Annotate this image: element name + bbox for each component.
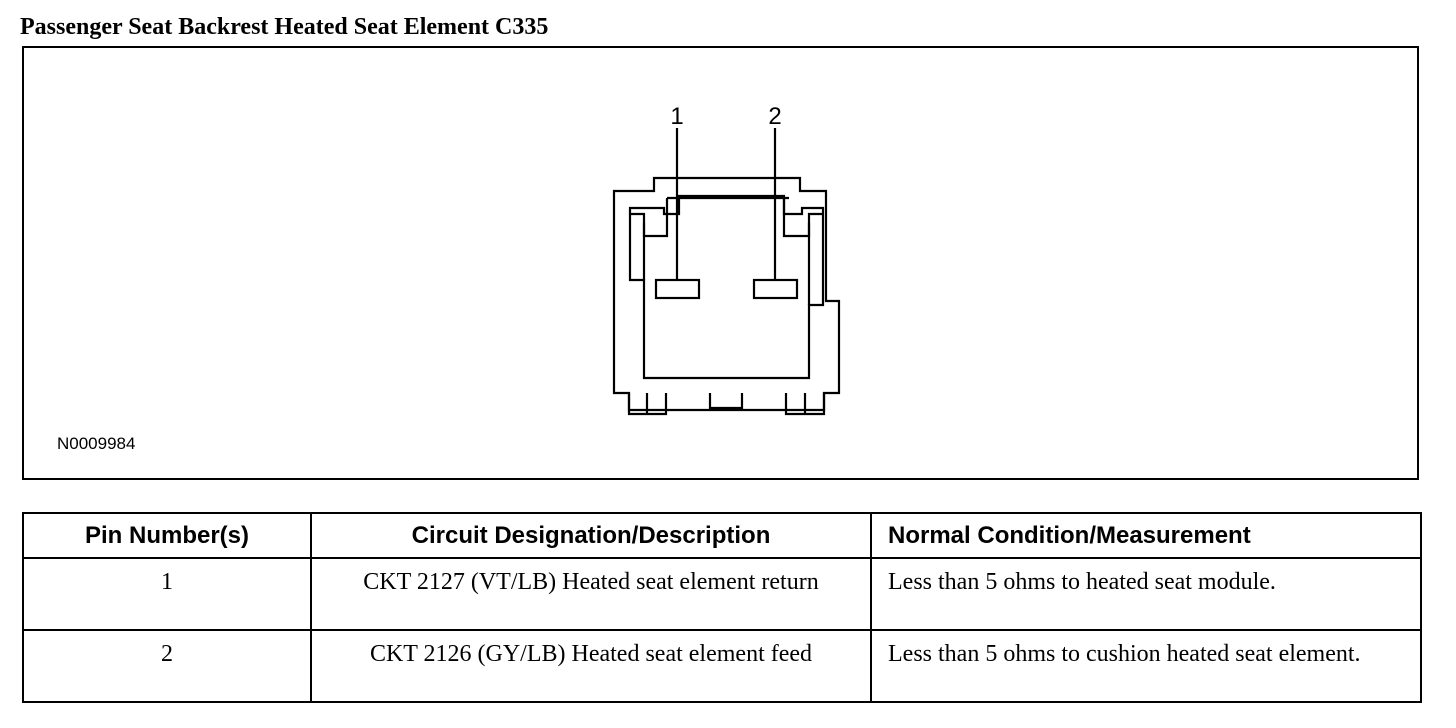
pin-number-cell: 2 [22, 629, 312, 703]
measurement-cell: Less than 5 ohms to cushion heated seat … [870, 629, 1422, 703]
pin-1-terminal [654, 278, 701, 300]
right-latch [782, 198, 823, 238]
left-latch [630, 198, 669, 238]
circuit-cell: CKT 2127 (VT/LB) Heated seat element ret… [310, 557, 872, 631]
connector-figure: 1 2 N0009984 [22, 46, 1419, 480]
header-measurement: Normal Condition/Measurement [870, 512, 1422, 559]
table-header-row: Pin Number(s) Circuit Designation/Descri… [22, 512, 1422, 559]
connector-diagram: 1 2 [612, 103, 841, 416]
connector-foot-center [708, 393, 744, 410]
header-circuit: Circuit Designation/Description [310, 512, 872, 559]
connector-inner-cavity [628, 194, 825, 380]
header-pin-number: Pin Number(s) [22, 512, 312, 559]
table-row: 1 CKT 2127 (VT/LB) Heated seat element r… [22, 557, 1422, 631]
connector-outer-housing [612, 176, 841, 412]
pin-label-2: 2 [768, 103, 781, 130]
pin-2-terminal [752, 278, 799, 300]
figure-id: N0009984 [57, 434, 136, 453]
page-title: Passenger Seat Backrest Heated Seat Elem… [20, 14, 549, 40]
pin-table: Pin Number(s) Circuit Designation/Descri… [22, 512, 1422, 703]
circuit-cell: CKT 2126 (GY/LB) Heated seat element fee… [310, 629, 872, 703]
pin-label-1: 1 [670, 103, 683, 130]
table-row: 2 CKT 2126 (GY/LB) Heated seat element f… [22, 629, 1422, 703]
pin-number-cell: 1 [22, 557, 312, 631]
measurement-cell: Less than 5 ohms to heated seat module. [870, 557, 1422, 631]
